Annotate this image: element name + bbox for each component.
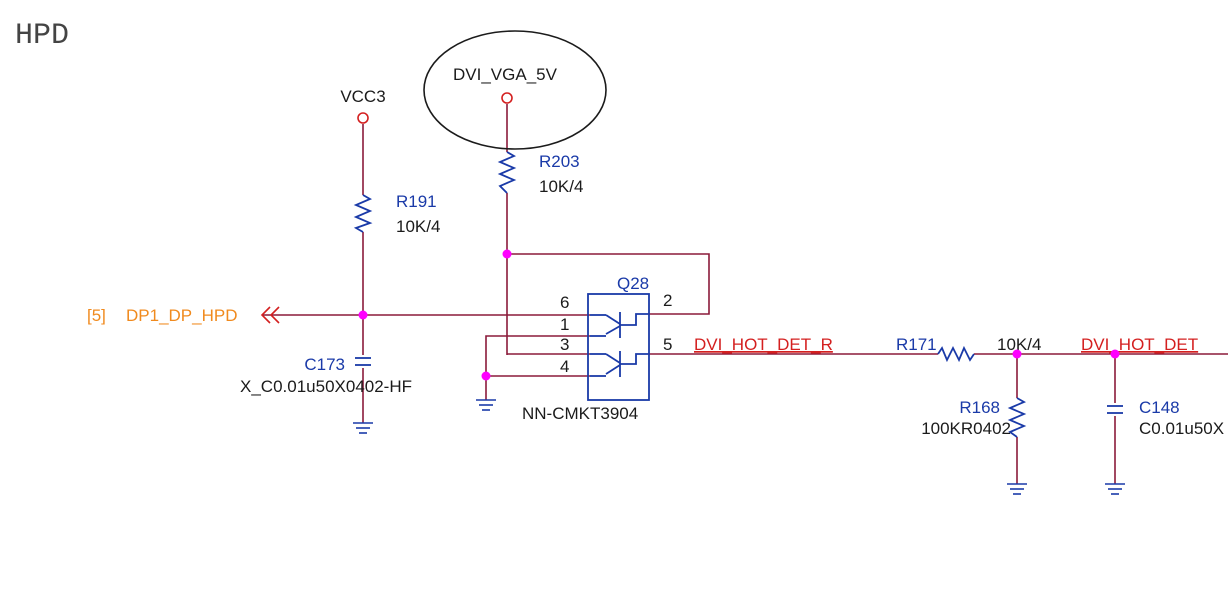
transistor-q28: Q28 6 1 3 4 2 5 NN-CMKT3904 [522, 274, 672, 423]
dvi-vga-5v-highlight-ellipse [423, 30, 607, 150]
ground-icon [353, 422, 373, 434]
q28-value: NN-CMKT3904 [522, 404, 638, 423]
ground-symbols [353, 399, 1125, 495]
offpage-arrow-inner [269, 306, 280, 324]
q28-pin6-number: 6 [560, 293, 569, 312]
offpage-connector: [5] DP1_DP_HPD [87, 306, 280, 325]
wires [262, 104, 1228, 484]
r203-ref: R203 [539, 152, 580, 171]
r191-value: 10K/4 [396, 217, 440, 236]
c173-value: X_C0.01u50X0402-HF [240, 377, 412, 396]
net-label-dvi-hot-det: DVI_HOT_DET [1081, 335, 1198, 354]
r168-ref: R168 [959, 398, 1000, 417]
q28b-emitter [605, 364, 621, 375]
vcc3-label: VCC3 [340, 87, 385, 106]
schematic-title: HPD [15, 19, 69, 53]
q28-pin5-number: 5 [663, 335, 672, 354]
capacitor-c148: C148 C0.01u50X [1107, 398, 1224, 438]
q28-pin2-number: 2 [663, 291, 672, 310]
r203-zigzag [497, 151, 517, 194]
r171-value: 10K/4 [997, 335, 1041, 354]
offpage-net-label: DP1_DP_HPD [126, 306, 238, 325]
resistor-r191: R191 10K/4 [353, 192, 440, 236]
q28-ref: Q28 [617, 274, 649, 293]
ground-icon [476, 399, 496, 411]
q28-pin1-number: 1 [560, 315, 569, 334]
r168-value: 100KR0402 [921, 419, 1011, 438]
r191-ref: R191 [396, 192, 437, 211]
junction-dot [1012, 349, 1022, 359]
power-symbols: VCC3 DVI_VGA_5V [340, 30, 607, 150]
ground-icon [1105, 483, 1125, 495]
r191-zigzag [353, 194, 373, 233]
r168-zigzag [1007, 397, 1027, 438]
q28-pin4-number: 4 [560, 357, 569, 376]
r203-value: 10K/4 [539, 177, 583, 196]
net-label-dvi-hot-det-r: DVI_HOT_DET_R [694, 335, 833, 354]
junction-dot [1110, 349, 1120, 359]
q28-body [587, 293, 650, 401]
vcc3-power-symbol [357, 112, 369, 124]
dvi-vga-5v-label: DVI_VGA_5V [453, 65, 558, 84]
q28a-base-lead [620, 313, 648, 326]
capacitor-c173: C173 X_C0.01u50X0402-HF [240, 355, 412, 396]
wire-pin1 [485, 335, 590, 376]
wire-loop-pin2 [507, 253, 710, 315]
dvi-vga-5v-power-symbol [501, 92, 513, 104]
ground-icon [1007, 483, 1027, 495]
q28b-base-lead [620, 353, 648, 365]
junction-dot [502, 249, 512, 259]
q28b-collector [605, 353, 621, 364]
c148-value: C0.01u50X [1139, 419, 1224, 438]
junctions [358, 249, 1120, 381]
junction-dot [358, 310, 368, 320]
q28-pin3-number: 3 [560, 335, 569, 354]
junction-dot [481, 371, 491, 381]
q28a-collector [605, 314, 621, 325]
q28a-emitter [605, 325, 621, 335]
c173-ref: C173 [304, 355, 345, 374]
resistor-r168: R168 100KR0402 [921, 397, 1027, 438]
r171-zigzag [937, 345, 975, 363]
resistor-r171: R171 10K/4 [896, 335, 1041, 363]
offpage-sheet-ref: [5] [87, 306, 106, 325]
offpage-arrow-outer [260, 306, 271, 324]
c148-ref: C148 [1139, 398, 1180, 417]
r171-ref: R171 [896, 335, 937, 354]
resistor-r203: R203 10K/4 [497, 151, 583, 196]
